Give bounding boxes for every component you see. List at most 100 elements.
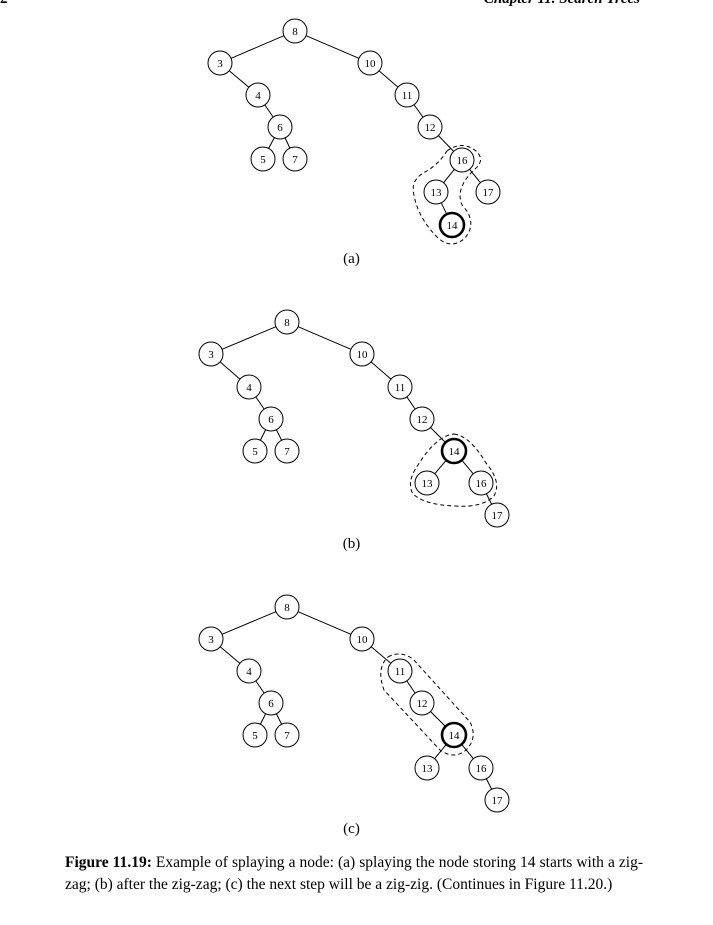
tree-edge-c-12-14 (430, 711, 446, 727)
node-key-label: 7 (284, 730, 290, 742)
tree-node-c-13: 13 (414, 755, 440, 781)
node-key-label: 13 (431, 187, 443, 199)
node-circle (387, 374, 413, 400)
tree-node-b-4: 4 (236, 374, 262, 400)
node-key-label: 14 (449, 446, 461, 458)
panel-label-b: (b) (342, 536, 361, 552)
tree-edge-c-11-12 (406, 680, 416, 694)
node-circle (440, 437, 468, 465)
node-circle (274, 722, 300, 748)
node-key-label: 8 (284, 317, 290, 329)
node-circle (282, 18, 308, 44)
tree-node-a-6: 6 (267, 114, 293, 140)
tree-edge-c-8-10 (297, 611, 352, 635)
zigzag-region-a (412, 145, 481, 245)
node-circle (468, 755, 494, 781)
node-circle (274, 309, 300, 335)
tree-edges (219, 35, 493, 790)
tree-node-b-6: 6 (258, 406, 284, 432)
tree-edge-b-12-14 (430, 427, 446, 443)
node-key-label: 16 (457, 155, 469, 167)
node-circle (357, 50, 383, 76)
node-circle (484, 787, 510, 813)
node-circle (440, 721, 468, 749)
node-key-label: 16 (476, 478, 488, 490)
tree-edge-c-6-5 (259, 713, 267, 725)
node-key-label: 14 (447, 220, 459, 232)
node-key-label: 11 (395, 382, 406, 394)
tree-node-a-10: 10 (357, 50, 383, 76)
tree-edge-b-6-7 (275, 429, 283, 441)
tree-node-b-13: 13 (414, 470, 440, 496)
tree-edge-c-16-17 (485, 778, 493, 790)
node-key-label: 16 (476, 763, 488, 775)
node-key-label: 3 (208, 634, 214, 646)
tree-node-c-3: 3 (198, 626, 224, 652)
tree-edge-b-8-10 (297, 326, 352, 350)
node-key-label: 14 (449, 730, 461, 742)
node-key-label: 7 (292, 154, 298, 166)
tree-edge-a-13-14 (440, 202, 448, 215)
node-key-label: 6 (268, 698, 274, 710)
node-key-label: 4 (246, 666, 252, 678)
tree-edge-a-6-5 (268, 137, 275, 149)
node-key-label: 10 (357, 349, 369, 361)
tree-edge-c-14-13 (434, 743, 447, 760)
node-circle (282, 146, 308, 172)
tree-edge-a-16-17 (469, 168, 481, 184)
node-key-label: 12 (425, 122, 436, 134)
tree-edge-b-4-6 (255, 396, 265, 410)
tree-node-a-11: 11 (394, 82, 420, 108)
node-circle (267, 114, 293, 140)
node-circle (198, 341, 224, 367)
node-circle (438, 211, 466, 239)
node-key-label: 5 (252, 446, 258, 458)
tree-node-a-7: 7 (282, 146, 308, 172)
tree-node-c-5: 5 (242, 722, 268, 748)
tree-edge-a-11-12 (413, 104, 424, 118)
tree-node-b-16: 16 (468, 470, 494, 496)
tree-node-b-7: 7 (274, 438, 300, 464)
node-key-label: 6 (277, 122, 283, 134)
tree-edge-b-8-3 (221, 326, 277, 350)
node-circle (414, 470, 440, 496)
tree-edge-c-14-16 (461, 743, 474, 760)
node-circle (468, 470, 494, 496)
tree-node-c-7: 7 (274, 722, 300, 748)
node-circle (245, 82, 271, 108)
tree-node-a-17: 17 (475, 179, 501, 205)
node-circle (250, 146, 276, 172)
node-circle (417, 114, 443, 140)
tree-node-c-6: 6 (258, 690, 284, 716)
node-circle (274, 594, 300, 620)
tree-node-a-13: 13 (423, 179, 449, 205)
node-key-label: 13 (422, 478, 434, 490)
tree-edge-c-10-11 (370, 646, 392, 664)
tree-edge-a-3-4 (228, 70, 250, 88)
zigzag-region-b (409, 433, 498, 507)
node-key-label: 17 (492, 795, 504, 807)
node-circle (387, 658, 413, 684)
node-circle (236, 374, 262, 400)
tree-node-b-8: 8 (274, 309, 300, 335)
tree-node-b-17: 17 (484, 502, 510, 528)
caption-text: Example of splaying a node: (a) splaying… (65, 854, 643, 893)
node-key-label: 8 (284, 602, 290, 614)
tree-node-c-16: 16 (468, 755, 494, 781)
node-key-label: 17 (492, 510, 504, 522)
node-key-label: 8 (292, 26, 298, 38)
node-circle (423, 179, 449, 205)
page-number: 2 (0, 0, 8, 8)
tree-node-a-12: 12 (417, 114, 443, 140)
node-circle (394, 82, 420, 108)
tree-node-a-5: 5 (250, 146, 276, 172)
running-head: Chapter 11. Search Trees (484, 0, 640, 8)
node-circle (258, 690, 284, 716)
node-circle (414, 755, 440, 781)
node-circle (349, 626, 375, 652)
node-circle (409, 406, 435, 432)
figure-caption: Figure 11.19: Example of splaying a node… (65, 852, 643, 896)
tree-edge-a-16-13 (443, 168, 455, 184)
node-circle (409, 690, 435, 716)
